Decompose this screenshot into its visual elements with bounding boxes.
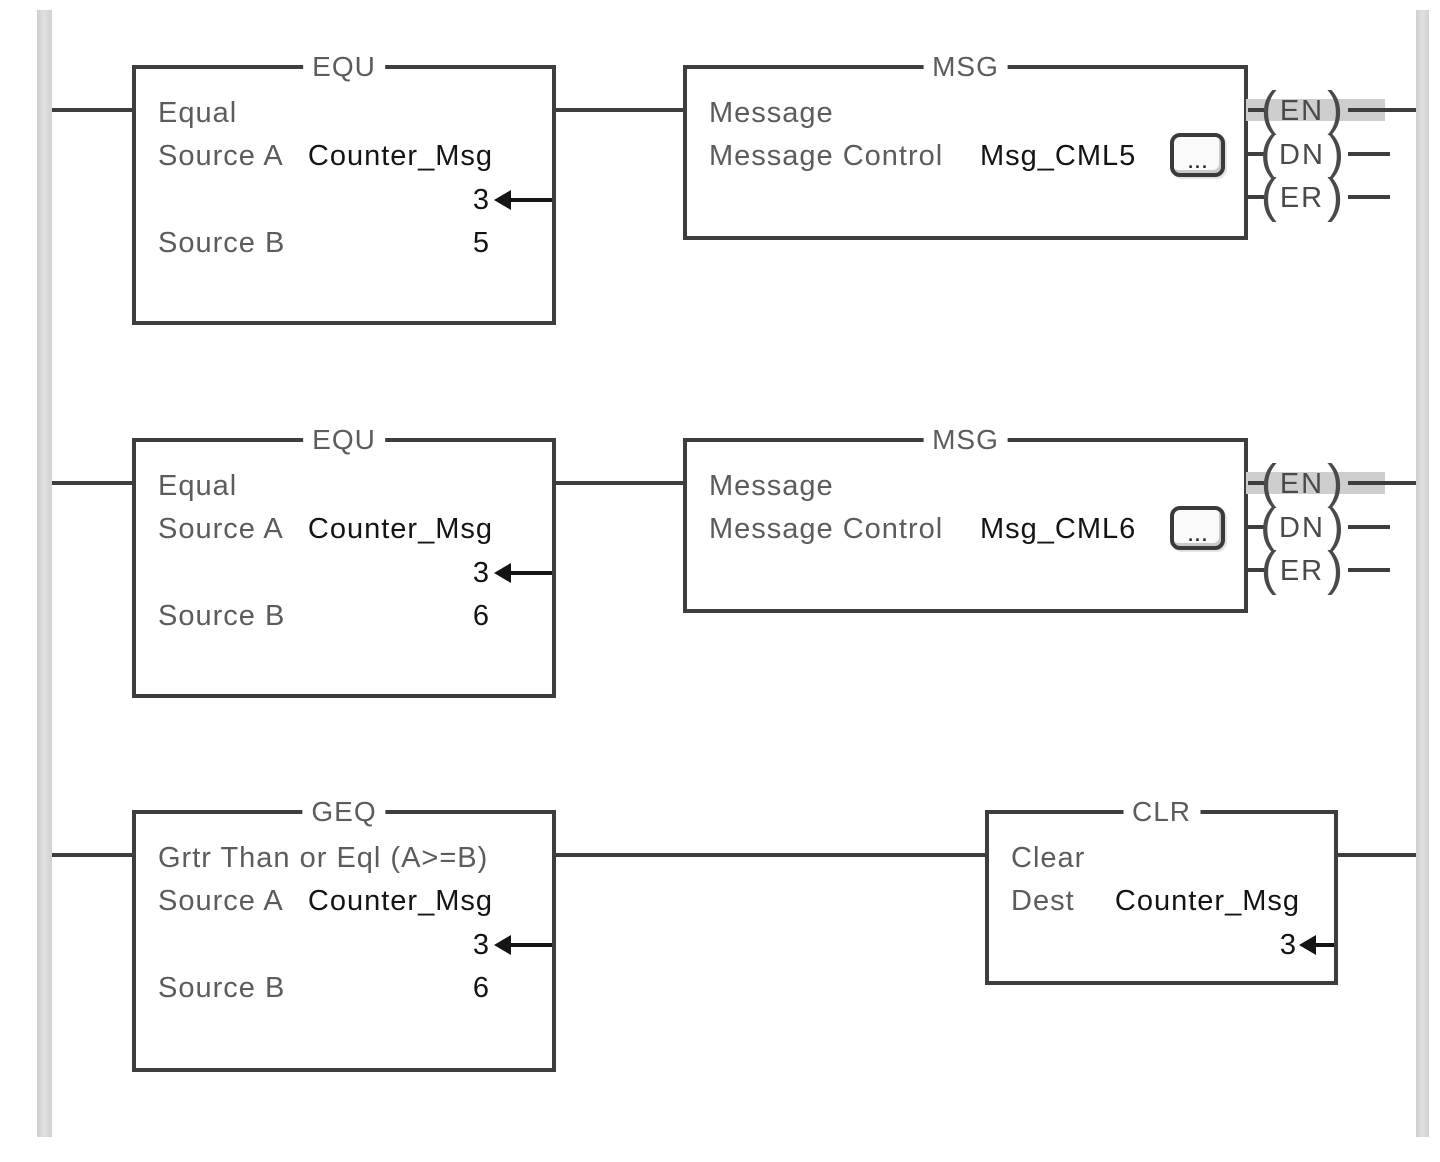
message-control-label: Message Control (709, 513, 944, 545)
wire-segment (1248, 481, 1264, 485)
source-b-value[interactable]: 6 (472, 600, 490, 632)
coil-label: ER (1279, 181, 1325, 214)
instruction-name: Equal (158, 470, 238, 502)
browse-button[interactable]: ... (1170, 506, 1225, 550)
instruction-mnemonic: GEQ (302, 796, 386, 828)
instruction-name: Grtr Than or Eql (A>=B) (158, 842, 489, 874)
source-a-label: Source A (158, 885, 284, 917)
equ-instruction-block[interactable]: EQU Equal Source A Counter_Msg 3 Source … (132, 424, 556, 698)
wire-segment (52, 853, 132, 857)
coil-right-paren-icon: ) (1327, 170, 1344, 223)
instruction-mnemonic: EQU (303, 424, 385, 456)
wire-segment (1348, 525, 1390, 529)
dest-live-value: 3 (1279, 929, 1297, 961)
en-energized-highlight (1246, 99, 1385, 121)
wire-segment (556, 853, 985, 857)
en-energized-highlight (1246, 472, 1385, 494)
source-b-value[interactable]: 5 (472, 227, 490, 259)
coil-er: (ER) (1252, 173, 1352, 221)
source-a-live-value: 3 (472, 929, 490, 961)
wire-segment (1348, 568, 1390, 572)
live-value-arrow-icon (494, 563, 552, 583)
browse-button[interactable]: ... (1170, 133, 1225, 177)
wire-segment (1348, 481, 1416, 485)
browse-label: ... (1187, 519, 1208, 547)
coil-label: EN (1279, 467, 1325, 500)
rung-1: EQU Equal Source A Counter_Msg 3 Source … (0, 51, 1440, 355)
power-rail-left (37, 10, 52, 1137)
dest-label: Dest (1011, 885, 1075, 917)
clr-instruction-block[interactable]: CLR Clear Dest Counter_Msg 3 (985, 796, 1338, 985)
msg-instruction-block[interactable]: MSG Message Message Control Msg_CML6 ... (683, 424, 1248, 613)
coil-right-paren-icon: ) (1327, 456, 1344, 509)
source-a-tag[interactable]: Counter_Msg (307, 885, 493, 917)
coil-en: (EN) (1252, 459, 1352, 507)
coil-left-paren-icon: ( (1260, 127, 1277, 180)
equ-instruction-block[interactable]: EQU Equal Source A Counter_Msg 3 Source … (132, 51, 556, 325)
wire-segment (1348, 108, 1416, 112)
coil-dn: (DN) (1252, 503, 1352, 551)
source-a-live-value: 3 (472, 557, 490, 589)
coil-right-paren-icon: ) (1327, 127, 1344, 180)
wire-segment (1248, 108, 1264, 112)
instruction-mnemonic: EQU (303, 51, 385, 83)
coil-label: EN (1279, 94, 1325, 127)
power-rail-right (1416, 10, 1429, 1137)
coil-label: DN (1279, 138, 1325, 171)
message-control-tag[interactable]: Msg_CML5 (980, 140, 1137, 172)
coil-left-paren-icon: ( (1260, 170, 1277, 223)
wire-segment (1248, 568, 1264, 572)
source-a-live-value: 3 (472, 184, 490, 216)
message-control-tag[interactable]: Msg_CML6 (980, 513, 1137, 545)
rung-3: GEQ Grtr Than or Eql (A>=B) Source A Cou… (0, 796, 1440, 1100)
instruction-mnemonic: CLR (1122, 796, 1201, 828)
source-b-value[interactable]: 6 (472, 972, 490, 1004)
instruction-name: Message (709, 470, 834, 502)
instruction-name: Equal (158, 97, 238, 129)
dest-tag[interactable]: Counter_Msg (1114, 885, 1300, 917)
wire-segment (52, 108, 132, 112)
live-value-arrow-icon (1299, 935, 1334, 955)
coil-label: DN (1279, 511, 1325, 544)
wire-segment (1248, 525, 1264, 529)
source-a-tag[interactable]: Counter_Msg (307, 140, 493, 172)
wire-segment (556, 481, 683, 485)
msg-instruction-block[interactable]: MSG Message Message Control Msg_CML5 ... (683, 51, 1248, 240)
instruction-name: Clear (1011, 842, 1086, 874)
source-b-label: Source B (158, 972, 286, 1004)
instruction-mnemonic: MSG (923, 51, 1008, 83)
instruction-name: Message (709, 97, 834, 129)
coil-left-paren-icon: ( (1260, 456, 1277, 509)
source-b-label: Source B (158, 227, 286, 259)
wire-segment (1248, 152, 1264, 156)
coil-left-paren-icon: ( (1260, 83, 1277, 136)
coil-label: ER (1279, 554, 1325, 587)
source-b-label: Source B (158, 600, 286, 632)
coil-left-paren-icon: ( (1260, 543, 1277, 596)
live-value-arrow-icon (494, 190, 552, 210)
wire-segment (52, 481, 132, 485)
wire-segment (1348, 195, 1390, 199)
message-control-label: Message Control (709, 140, 944, 172)
browse-label: ... (1187, 146, 1208, 174)
wire-segment (1348, 152, 1390, 156)
rung-2: EQU Equal Source A Counter_Msg 3 Source … (0, 424, 1440, 728)
coil-left-paren-icon: ( (1260, 500, 1277, 553)
geq-instruction-block[interactable]: GEQ Grtr Than or Eql (A>=B) Source A Cou… (132, 796, 556, 1072)
coil-right-paren-icon: ) (1327, 500, 1344, 553)
source-a-label: Source A (158, 140, 284, 172)
source-a-label: Source A (158, 513, 284, 545)
coil-right-paren-icon: ) (1327, 83, 1344, 136)
source-a-tag[interactable]: Counter_Msg (307, 513, 493, 545)
wire-segment (1338, 853, 1416, 857)
coil-er: (ER) (1252, 546, 1352, 594)
coil-right-paren-icon: ) (1327, 543, 1344, 596)
wire-segment (1248, 195, 1264, 199)
coil-en: (EN) (1252, 86, 1352, 134)
instruction-mnemonic: MSG (923, 424, 1008, 456)
coil-dn: (DN) (1252, 130, 1352, 178)
wire-segment (556, 108, 683, 112)
live-value-arrow-icon (494, 935, 552, 955)
